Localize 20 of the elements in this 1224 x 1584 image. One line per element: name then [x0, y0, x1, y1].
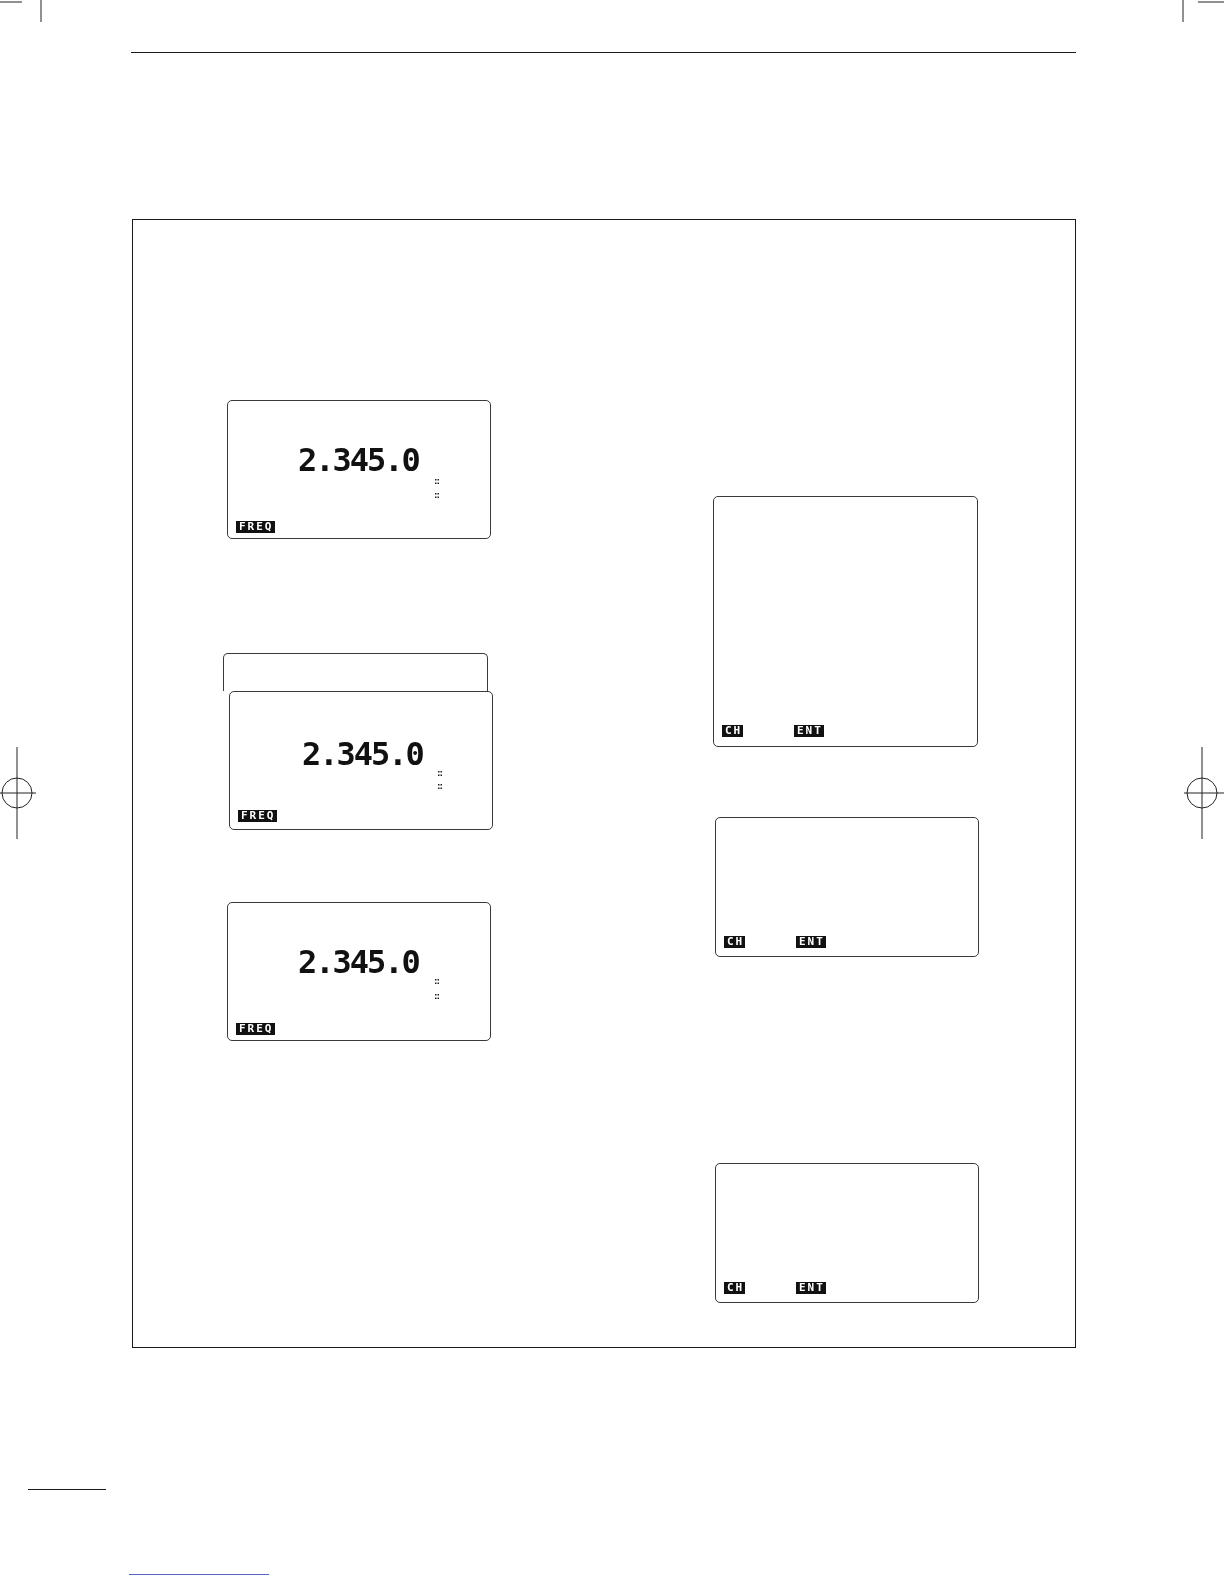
- frequency-readout: 2.345.0: [298, 444, 419, 476]
- lcd-screen: [713, 496, 978, 747]
- inverted-label: FREQ: [238, 810, 277, 822]
- lcd-screen: [227, 400, 491, 539]
- lcd-screen: [229, 691, 493, 830]
- lcd-screen: [227, 902, 491, 1041]
- inverted-label: FREQ: [236, 1023, 275, 1035]
- lcd-screen: [715, 817, 979, 957]
- lcd-screen: [223, 653, 488, 691]
- frequency-readout: 2.345.0: [298, 946, 419, 978]
- inverted-label: FREQ: [236, 521, 275, 533]
- inverted-label: ENT: [796, 936, 826, 948]
- inverted-label: CH: [724, 936, 746, 948]
- frequency-readout: 2.345.0: [302, 738, 423, 770]
- lcd-screen: [715, 1163, 979, 1303]
- inverted-label: ENT: [796, 1282, 826, 1294]
- frame-panel: [132, 219, 1076, 1348]
- inverted-label: ENT: [794, 725, 824, 737]
- inverted-label: CH: [724, 1282, 746, 1294]
- inverted-label: CH: [722, 725, 744, 737]
